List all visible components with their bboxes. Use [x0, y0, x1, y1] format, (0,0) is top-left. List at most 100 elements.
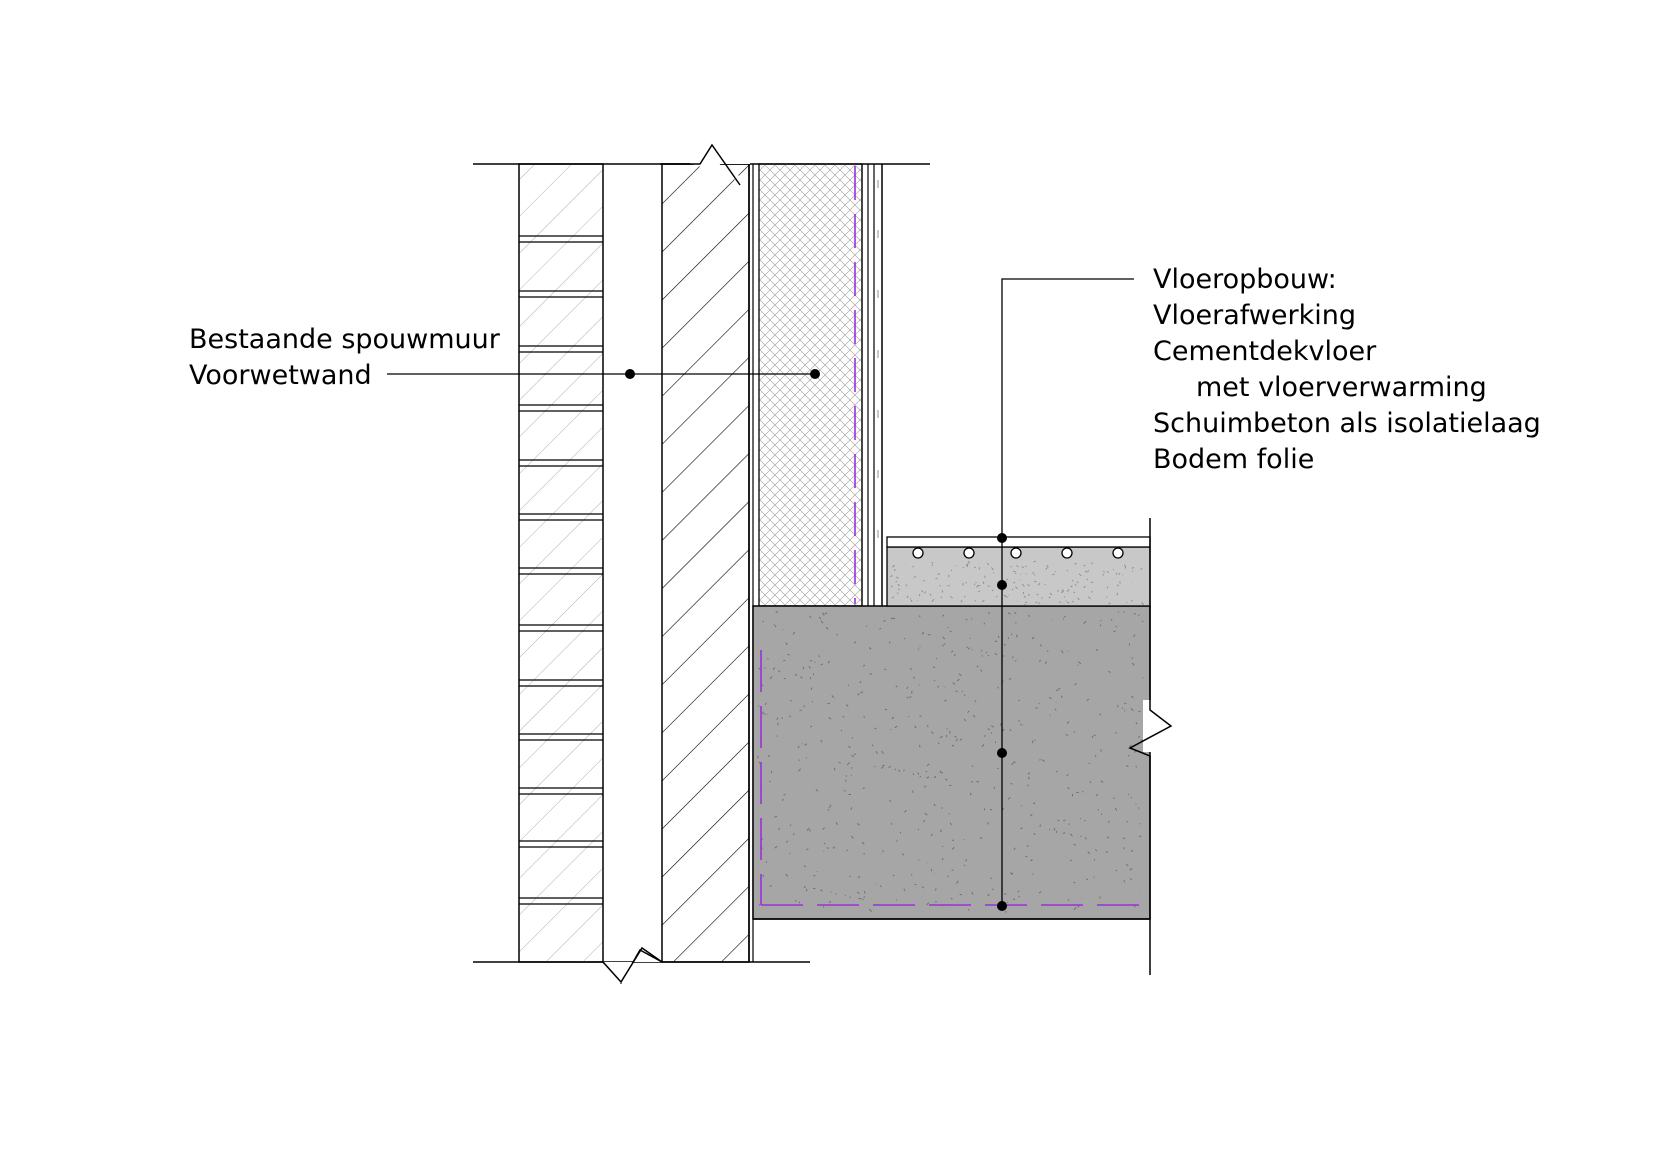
aggregate-speck: [851, 737, 854, 739]
aggregate-speck: [1057, 687, 1061, 690]
aggregate-speck: [910, 599, 913, 603]
aggregate-speck: [1114, 807, 1117, 811]
aggregate-speck: [904, 809, 907, 813]
aggregate-speck: [1129, 868, 1133, 871]
aggregate-speck: [862, 841, 865, 845]
aggregate-speck: [831, 695, 835, 699]
aggregate-speck: [1074, 583, 1077, 586]
aggregate-speck: [956, 678, 960, 682]
aggregate-speck: [987, 728, 991, 731]
aggregate-speck: [848, 745, 851, 749]
aggregate-speck: [820, 889, 823, 892]
aggregate-speck: [1015, 622, 1017, 624]
floor-layer-screed: Cementdekvloer: [1153, 336, 1377, 367]
aggregate-speck: [1130, 849, 1134, 852]
aggregate-speck: [1023, 595, 1026, 598]
aggregate-speck: [875, 883, 877, 885]
aggregate-speck: [1063, 819, 1066, 822]
aggregate-speck: [1115, 869, 1118, 872]
aggregate-speck: [1137, 735, 1141, 738]
aggregate-speck: [958, 673, 962, 677]
aggregate-speck: [971, 765, 974, 767]
aggregate-speck: [1055, 770, 1058, 773]
aggregate-speck: [923, 819, 926, 823]
aggregate-speck: [940, 829, 943, 833]
aggregate-speck: [976, 665, 979, 668]
aggregate-speck: [1137, 614, 1140, 617]
aggregate-speck: [956, 738, 958, 742]
aggregate-speck: [1122, 837, 1125, 840]
aggregate-speck: [1046, 650, 1049, 652]
aggregate-speck: [800, 676, 803, 679]
aggregate-speck: [963, 864, 966, 867]
aggregate-speck: [846, 849, 849, 852]
aggregate-speck: [758, 761, 761, 764]
aggregate-speck: [1035, 601, 1038, 604]
aggregate-speck: [938, 742, 940, 745]
slab-speckle: [757, 610, 1144, 913]
aggregate-speck: [1025, 565, 1028, 568]
aggregate-speck: [891, 585, 893, 588]
aggregate-speck: [1079, 817, 1082, 820]
aggregate-speck: [960, 599, 963, 603]
aggregate-speck: [829, 900, 832, 904]
aggregate-speck: [964, 859, 968, 862]
aggregate-speck: [906, 686, 909, 690]
aggregate-speck: [794, 673, 798, 676]
aggregate-speck: [1038, 891, 1042, 894]
floor-leader: [997, 278, 1134, 911]
aggregate-speck: [1099, 896, 1101, 899]
aggregate-speck: [1006, 901, 1009, 904]
aggregate-speck: [859, 680, 862, 684]
aggregate-speck: [1057, 819, 1060, 822]
aggregate-speck: [959, 738, 963, 741]
aggregate-speck: [1138, 710, 1141, 713]
aggregate-speck: [1039, 824, 1041, 828]
aggregate-speck: [1066, 774, 1069, 777]
aggregate-speck: [1017, 890, 1020, 893]
aggregate-speck: [850, 807, 853, 810]
aggregate-speck: [963, 718, 967, 722]
aggregate-speck: [863, 890, 866, 894]
aggregate-speck: [809, 615, 812, 618]
aggregate-speck: [1106, 836, 1110, 839]
aggregate-speck: [1095, 849, 1097, 852]
aggregate-speck: [978, 567, 981, 570]
aggregate-speck: [1048, 596, 1051, 599]
wall-break-symbol: [660, 143, 741, 186]
aggregate-speck: [857, 875, 861, 879]
aggregate-speck: [764, 702, 767, 706]
aggregate-speck: [895, 899, 898, 901]
aggregate-speck: [1091, 736, 1094, 738]
aggregate-speck: [949, 822, 952, 826]
aggregate-speck: [1027, 584, 1030, 586]
aggregate-speck: [912, 773, 915, 776]
aggregate-speck: [903, 888, 906, 892]
aggregate-speck: [1123, 564, 1127, 568]
aggregate-speck: [844, 894, 847, 896]
aggregate-speck: [1141, 602, 1144, 606]
aggregate-speck: [798, 901, 801, 904]
aggregate-speck: [1110, 618, 1113, 621]
aggregate-speck: [986, 562, 990, 566]
aggregate-speck: [1061, 591, 1064, 594]
aggregate-speck: [926, 763, 930, 767]
aggregate-speck: [1116, 592, 1118, 596]
aggregate-speck: [1066, 569, 1069, 572]
aggregate-speck: [820, 739, 823, 743]
aggregate-speck: [1086, 878, 1089, 881]
aggregate-speck: [973, 566, 976, 569]
brick-courses: [519, 235, 603, 905]
aggregate-speck: [987, 654, 990, 657]
aggregate-speck: [762, 711, 764, 715]
aggregate-speck: [1013, 847, 1016, 850]
aggregate-speck: [879, 885, 882, 888]
aggregate-speck: [1078, 573, 1082, 577]
aggregate-speck: [1014, 572, 1017, 575]
aggregate-speck: [810, 725, 813, 728]
aggregate-speck: [1061, 650, 1064, 654]
aggregate-speck: [789, 852, 791, 855]
aggregate-speck: [950, 569, 953, 572]
aggregate-speck: [1128, 793, 1130, 796]
aggregate-speck: [934, 888, 937, 891]
